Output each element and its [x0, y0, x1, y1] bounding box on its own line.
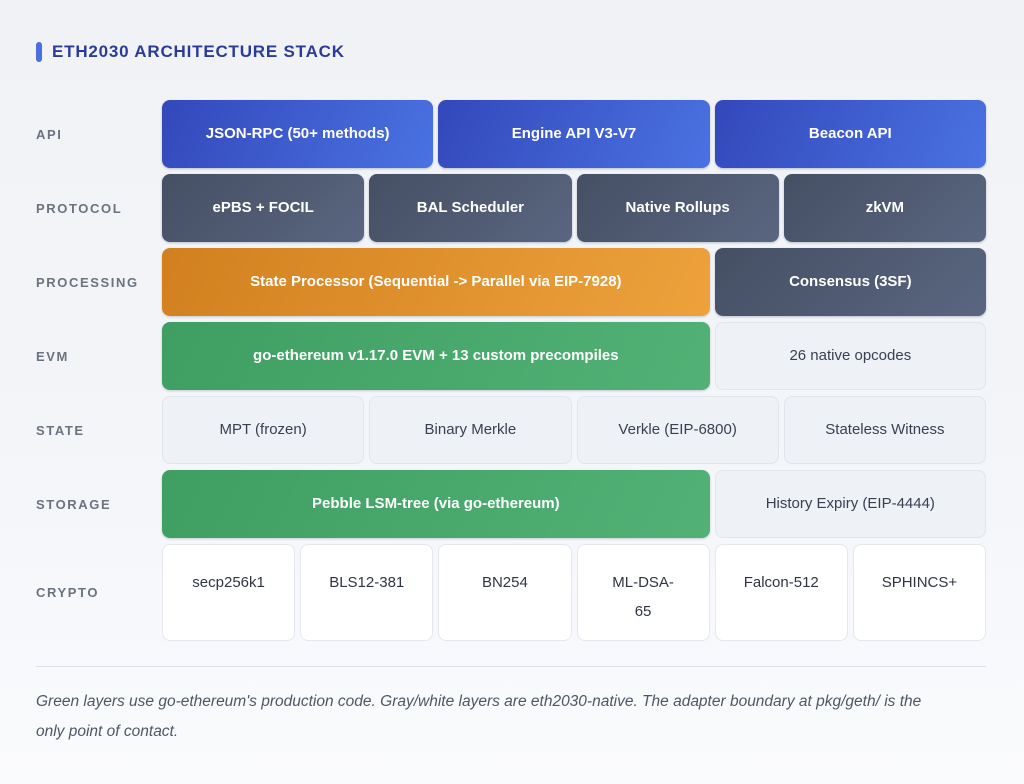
stack-block: Pebble LSM-tree (via go-ethereum) — [162, 470, 710, 538]
stack-block: ML-DSA- 65 — [576, 544, 710, 641]
stack-block: ePBS + FOCIL — [162, 174, 365, 242]
stack-block: Engine API V3-V7 — [438, 100, 710, 168]
row-label-protocol: PROTOCOL — [36, 200, 123, 216]
row-label-evm: EVM — [36, 348, 69, 364]
stack-block: Binary Merkle — [369, 396, 572, 464]
page-title: ETH2030 ARCHITECTURE STACK — [52, 42, 345, 61]
stack-row-evm: EVM go-ethereum v1.17.0 EVM + 13 custom p… — [36, 322, 986, 390]
row-label-api: API — [36, 126, 63, 142]
footer-divider — [36, 666, 986, 667]
stack-block: SPHINCS+ — [852, 544, 986, 641]
stack-block: Falcon-512 — [714, 544, 848, 641]
stack-block: secp256k1 — [162, 544, 296, 641]
stack-block: Consensus (3SF) — [714, 248, 986, 316]
row-label-processing: PROCESSING — [36, 274, 139, 290]
row-label-state: STATE — [36, 422, 85, 438]
stack-row-storage: STORAGE Pebble LSM-tree (via go-ethereum)… — [36, 470, 986, 538]
stack-block: BN254 — [438, 544, 572, 641]
stack-block: BAL Scheduler — [369, 174, 572, 242]
stack-block: JSON-RPC (50+ methods) — [162, 100, 434, 168]
stack-block: Stateless Witness — [783, 396, 986, 464]
stack-block: zkVM — [783, 174, 986, 242]
stack-row-api: API JSON-RPC (50+ methods)Engine API V3-V… — [36, 100, 986, 168]
stack-block: State Processor (Sequential -> Parallel … — [162, 248, 710, 316]
row-label-crypto: CRYPTO — [36, 585, 100, 600]
page-header: ETH2030 ARCHITECTURE STACK — [36, 40, 986, 64]
stack-block: go-ethereum v1.17.0 EVM + 13 custom prec… — [162, 322, 710, 390]
stack-block: MPT (frozen) — [162, 396, 365, 464]
stack-block: Verkle (EIP-6800) — [576, 396, 779, 464]
stack-block: Beacon API — [714, 100, 986, 168]
stack-row-processing: PROCESSING State Processor (Sequential ->… — [36, 248, 986, 316]
row-label-storage: STORAGE — [36, 496, 112, 512]
footer-note: Green layers use go-ethereum's productio… — [36, 693, 922, 741]
stack-block: 26 native opcodes — [714, 322, 986, 390]
title-accent-bar — [36, 42, 42, 62]
stack-block: BLS12-381 — [300, 544, 434, 641]
stack-diagram: API JSON-RPC (50+ methods)Engine API V3-V… — [36, 100, 986, 641]
stack-block: History Expiry (EIP-4444) — [714, 470, 986, 538]
stack-block: Native Rollups — [576, 174, 779, 242]
row-blocks: go-ethereum v1.17.0 EVM + 13 custom prec… — [162, 322, 986, 390]
row-blocks: Pebble LSM-tree (via go-ethereum)History… — [162, 470, 986, 538]
row-blocks: State Processor (Sequential -> Parallel … — [162, 248, 986, 316]
footer: Green layers use go-ethereum's productio… — [36, 666, 986, 747]
